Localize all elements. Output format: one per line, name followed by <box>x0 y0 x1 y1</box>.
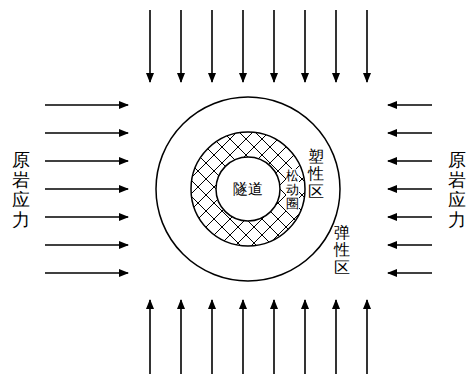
plastic-zone-circle: 塑性区松动圈 隧道 <box>155 96 341 282</box>
loosened-zone-ring: 松动圈 隧道 <box>190 131 306 247</box>
zone-name: 塑性区 <box>308 148 324 201</box>
tunnel-circle: 隧道 <box>215 156 281 222</box>
zone-name: 松动圈 <box>286 169 299 212</box>
stress-label: 原岩应力 <box>12 150 30 229</box>
stress-label: 原岩应力 <box>448 150 466 229</box>
zone-name: 隧道 <box>233 181 263 198</box>
zone-label: 弹性区 <box>334 224 350 277</box>
